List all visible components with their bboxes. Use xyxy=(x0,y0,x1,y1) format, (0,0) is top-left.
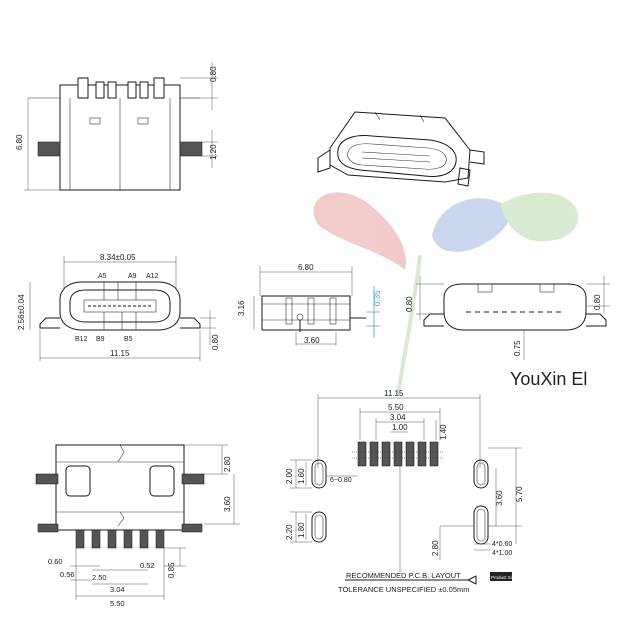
note-recommended-layout: RECOMMENDED P.C.B. LAYOUT xyxy=(346,571,461,580)
dim-pcb-280: 2.80 xyxy=(431,540,440,556)
dim-pcb-160: 1.60 xyxy=(297,468,306,484)
dim-bot-060: 0.60 xyxy=(48,557,63,566)
dim-side-360: 3.60 xyxy=(304,336,320,345)
pin-label-a12: A12 xyxy=(146,273,159,280)
note-tolerance: TOLERANCE UNSPECIFIED ±0.05mm xyxy=(338,585,470,594)
dim-side-316: 3.16 xyxy=(237,300,246,316)
dim-front-256: 2.56±0.04 xyxy=(17,294,26,330)
pin-label-b9: B9 xyxy=(96,336,105,343)
product-side-stamp xyxy=(490,572,512,581)
dim-front-834: 8.34±0.05 xyxy=(100,253,136,262)
dim-pcb-4x100: 4*1.00 xyxy=(492,550,512,557)
dim-pcb-6x080: 6−0.80 xyxy=(330,477,352,484)
logo-red-petal xyxy=(313,192,406,270)
dim-pcb-4x060: 4*0.60 xyxy=(492,541,512,548)
dim-top-120: 1.20 xyxy=(209,144,218,160)
pin-label-a9: A9 xyxy=(128,273,137,280)
pcb-signal-pads xyxy=(357,441,439,467)
dim-front-080: 0.80 xyxy=(211,334,220,350)
dim-pcb-180: 1.80 xyxy=(297,522,306,538)
dim-end-080a: 0.80 xyxy=(405,296,414,312)
end-view xyxy=(416,276,610,360)
dim-top-080: 0.80 xyxy=(209,66,218,82)
bottom-view xyxy=(35,444,240,600)
logo-stem xyxy=(396,254,422,396)
dim-pcb-200: 2.00 xyxy=(285,468,294,484)
dim-pcb-550: 5.50 xyxy=(388,403,404,412)
top-view xyxy=(24,62,218,191)
pin-label-b12: B12 xyxy=(75,336,88,343)
dim-bot-280: 2.80 xyxy=(223,456,232,472)
pin-label-a5: A5 xyxy=(98,273,107,280)
dim-bot-304: 3.04 xyxy=(110,585,125,594)
front-view xyxy=(29,256,216,362)
dim-side-035: 0.35 xyxy=(373,290,382,306)
pcb-layout xyxy=(290,394,522,585)
dim-end-080b: 0.80 xyxy=(593,294,602,310)
dim-bot-360: 3.60 xyxy=(223,496,232,512)
dim-front-1115: 11.15 xyxy=(110,349,130,358)
dim-pcb-220: 2.20 xyxy=(285,524,294,540)
dim-pcb-140: 1.40 xyxy=(439,424,448,440)
stamp-text: Product Side xyxy=(491,575,517,580)
dim-pcb-304: 3.04 xyxy=(390,413,406,422)
side-view xyxy=(253,266,380,346)
isometric-view xyxy=(317,111,485,187)
dim-pcb-360: 3.60 xyxy=(495,490,504,506)
dim-pcb-570: 5.70 xyxy=(515,486,524,502)
pin-label-b5: B5 xyxy=(124,336,133,343)
dim-bot-085: 0.85 xyxy=(167,562,176,578)
logo-green-petal xyxy=(500,192,579,242)
dim-bot-250: 2.50 xyxy=(92,573,107,582)
dim-bot-052: 0.52 xyxy=(140,561,155,570)
logo-blue-petal xyxy=(432,198,511,252)
dim-end-075: 0.75 xyxy=(513,340,522,356)
watermark-logo xyxy=(313,192,579,396)
watermark-en: YouXin El xyxy=(510,369,587,389)
dim-pcb-1115: 11.15 xyxy=(384,389,404,398)
dim-top-680: 6.80 xyxy=(15,134,24,150)
dim-pcb-100: 1.00 xyxy=(392,423,408,432)
dim-bot-056: 0.56 xyxy=(60,570,75,579)
dim-bot-550: 5.50 xyxy=(110,599,125,608)
dim-side-680: 6.80 xyxy=(298,263,314,272)
